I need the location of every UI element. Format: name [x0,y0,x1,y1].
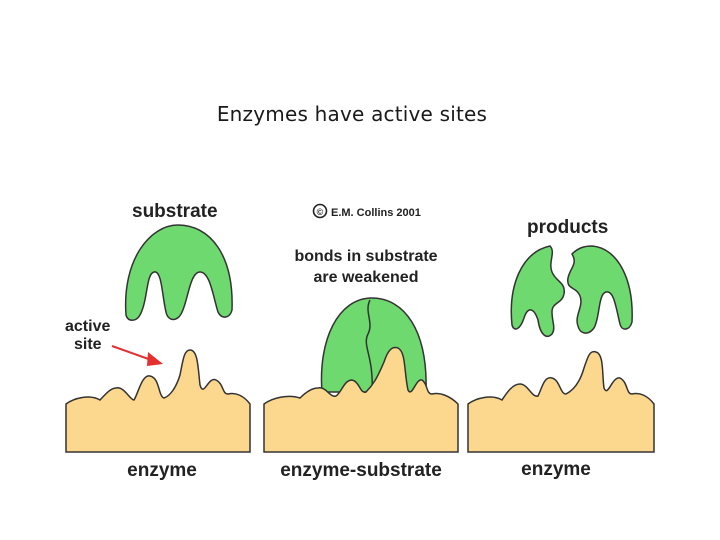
copyright-symbol: © [317,207,324,217]
label-substrate: substrate [132,201,218,222]
product-left-shape [510,245,565,338]
enzyme-complex-shape [263,346,459,453]
copyright-text: E.M. Collins 2001 [331,207,421,219]
enzyme-shape [65,349,251,453]
substrate-bound-shape [320,297,427,393]
weakened-bond-line [365,299,373,393]
panel-enzyme-left: substrate active site enzyme [65,201,251,481]
active-site-arrowhead [147,352,163,366]
product-right-shape [567,245,633,334]
caption-enzyme-substrate: enzyme-substrate [280,460,442,481]
label-bonds-line1: bonds in substrate [294,248,437,265]
caption-enzyme-right: enzyme [521,459,591,480]
copyright-circle [312,203,328,219]
slide-title: Enzymes have active sites [216,102,488,126]
label-products: products [527,217,608,238]
enzyme-right-shape [467,350,655,453]
active-site-arrow [111,345,155,362]
caption-enzyme-left: enzyme [127,460,197,481]
label-site: site [74,336,102,353]
panel-enzyme-substrate: © E.M. Collins 2001 bonds in substrate a… [263,203,459,481]
panel-products: products enzyme [467,217,655,480]
label-bonds-line2: are weakened [314,269,419,286]
label-active: active [65,318,110,335]
substrate-shape [124,224,233,321]
